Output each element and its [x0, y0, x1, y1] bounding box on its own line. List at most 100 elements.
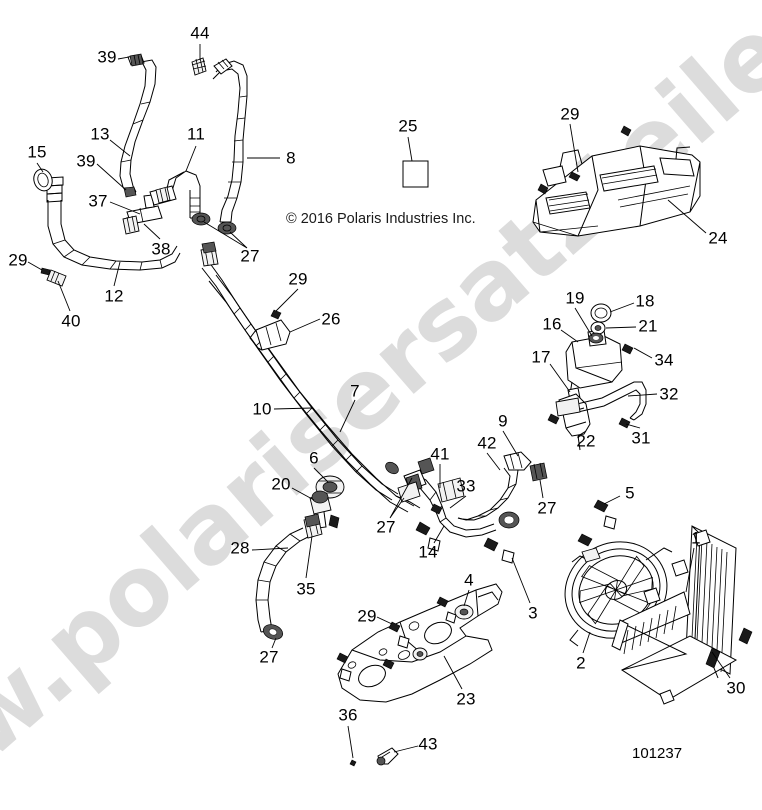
- callout-number: 38: [151, 239, 171, 259]
- part-42-9-hose: [457, 451, 532, 521]
- part-hose-connector-11: [149, 185, 177, 206]
- diagram-id-label: 101237: [632, 745, 683, 762]
- part-12-hose: [46, 176, 181, 271]
- bolt-right-extra: [738, 627, 753, 645]
- callout-number: 36: [338, 705, 358, 725]
- part-43-plug: [376, 747, 399, 766]
- callout-number: 31: [631, 428, 651, 448]
- part-39-clamp-upper: [129, 53, 144, 67]
- callout-number: 39: [76, 151, 96, 171]
- callout-number: 24: [708, 228, 728, 248]
- callout-number: 5: [625, 483, 635, 503]
- callout-number: 29: [8, 250, 28, 270]
- callout-number: 3: [528, 603, 538, 623]
- part-4-fastener: [454, 604, 474, 620]
- callout-number: 30: [726, 678, 746, 698]
- callout-number: 14: [418, 542, 438, 562]
- part-19-washer: [588, 332, 604, 344]
- callout-number: 43: [418, 734, 438, 754]
- callout-number: 16: [542, 314, 562, 334]
- part-30-bolt: [705, 647, 721, 679]
- part-18-cap: [590, 303, 612, 323]
- callout-number: 27: [537, 498, 557, 518]
- part-40-fitting: [46, 269, 67, 287]
- part-24-cooler: [532, 145, 701, 237]
- callout-number: 22: [576, 431, 596, 451]
- callout-number: 25: [398, 116, 418, 136]
- part-29-bolt-left: [40, 267, 51, 276]
- callout-number: 42: [477, 433, 497, 453]
- part-1-radiator: [611, 525, 738, 705]
- callout-number: 2: [576, 653, 586, 673]
- callout-number: 4: [464, 570, 474, 590]
- callout-number: 39: [97, 47, 117, 67]
- part-15-clamp: [33, 168, 53, 192]
- part-21-seal: [590, 321, 606, 335]
- callout-number: 9: [498, 411, 508, 431]
- part-27-clamp-a: [191, 212, 211, 226]
- part-5-bolt: [593, 499, 617, 530]
- part-28-hose: [255, 515, 323, 633]
- callout-number: 44: [190, 23, 210, 43]
- callout-number: 29: [357, 606, 377, 626]
- part-32-tube: [555, 381, 647, 421]
- callout-number: 32: [659, 384, 679, 404]
- callout-number: 28: [230, 538, 250, 558]
- callout-number: 18: [635, 291, 655, 311]
- part-38-clamp: [122, 215, 140, 235]
- part-31-bolt: [618, 417, 631, 429]
- callout-number: 7: [350, 381, 360, 401]
- callout-number: 12: [104, 286, 124, 306]
- callout-number: 11: [186, 124, 206, 144]
- part-3-bolt: [483, 537, 515, 564]
- part-35-clamp: [304, 513, 321, 528]
- part-36-pin: [349, 759, 357, 767]
- callout-number: 37: [88, 191, 108, 211]
- callout-number: 34: [654, 350, 674, 370]
- bracket-fasteners-extra: [336, 596, 457, 682]
- callout-number: 41: [430, 444, 450, 464]
- part-29-bolt-bracket26: [270, 309, 282, 320]
- callout-number: 27: [376, 517, 396, 537]
- part-29-bolts-cooler: [537, 125, 632, 195]
- part-13-hose: [119, 54, 157, 194]
- part-27-clamp-b: [217, 221, 237, 235]
- part-44-clamp: [191, 57, 207, 76]
- part-27-clamp-hose9: [529, 462, 548, 482]
- part-39-clamp-lower: [123, 186, 137, 198]
- part-29-bolt-bracket23: [388, 621, 410, 649]
- callout-number: 13: [90, 124, 110, 144]
- callout-number: 27: [259, 647, 279, 667]
- callout-number: 1: [691, 528, 701, 548]
- callout-number: 29: [288, 269, 308, 289]
- part-8-hose: [212, 58, 248, 223]
- part-14-33-hose: [407, 473, 497, 538]
- callout-number: 27: [240, 246, 260, 266]
- part-27-clamp-hose14: [498, 511, 520, 529]
- callout-number: 21: [638, 316, 658, 336]
- callout-number: 33: [456, 476, 476, 496]
- callout-number: 6: [309, 448, 319, 468]
- bolt-group-extra-2: [415, 521, 441, 552]
- part-27-clamp-hose28: [262, 624, 284, 640]
- callout-number: 29: [560, 104, 580, 124]
- callout-number: 15: [27, 142, 47, 162]
- callout-number: 8: [286, 148, 296, 168]
- leader-lines: [27, 44, 731, 759]
- part-25-plate: [402, 160, 429, 188]
- callout-number: 23: [456, 689, 476, 709]
- callout-number: 20: [271, 474, 291, 494]
- part-23-bracket-plate: [337, 583, 503, 703]
- callout-number: 17: [531, 347, 551, 367]
- copyright-notice: © 2016 Polaris Industries Inc.: [286, 211, 476, 227]
- callout-number: 26: [321, 309, 341, 329]
- callout-number: 35: [296, 579, 316, 599]
- part-20-sensor: [309, 490, 340, 529]
- callout-number: 19: [565, 288, 585, 308]
- part-26-bracket: [249, 319, 291, 351]
- part-34-bolt: [621, 343, 634, 355]
- callout-number: 40: [61, 311, 81, 331]
- part-7-10-coolant-lines: [200, 241, 415, 513]
